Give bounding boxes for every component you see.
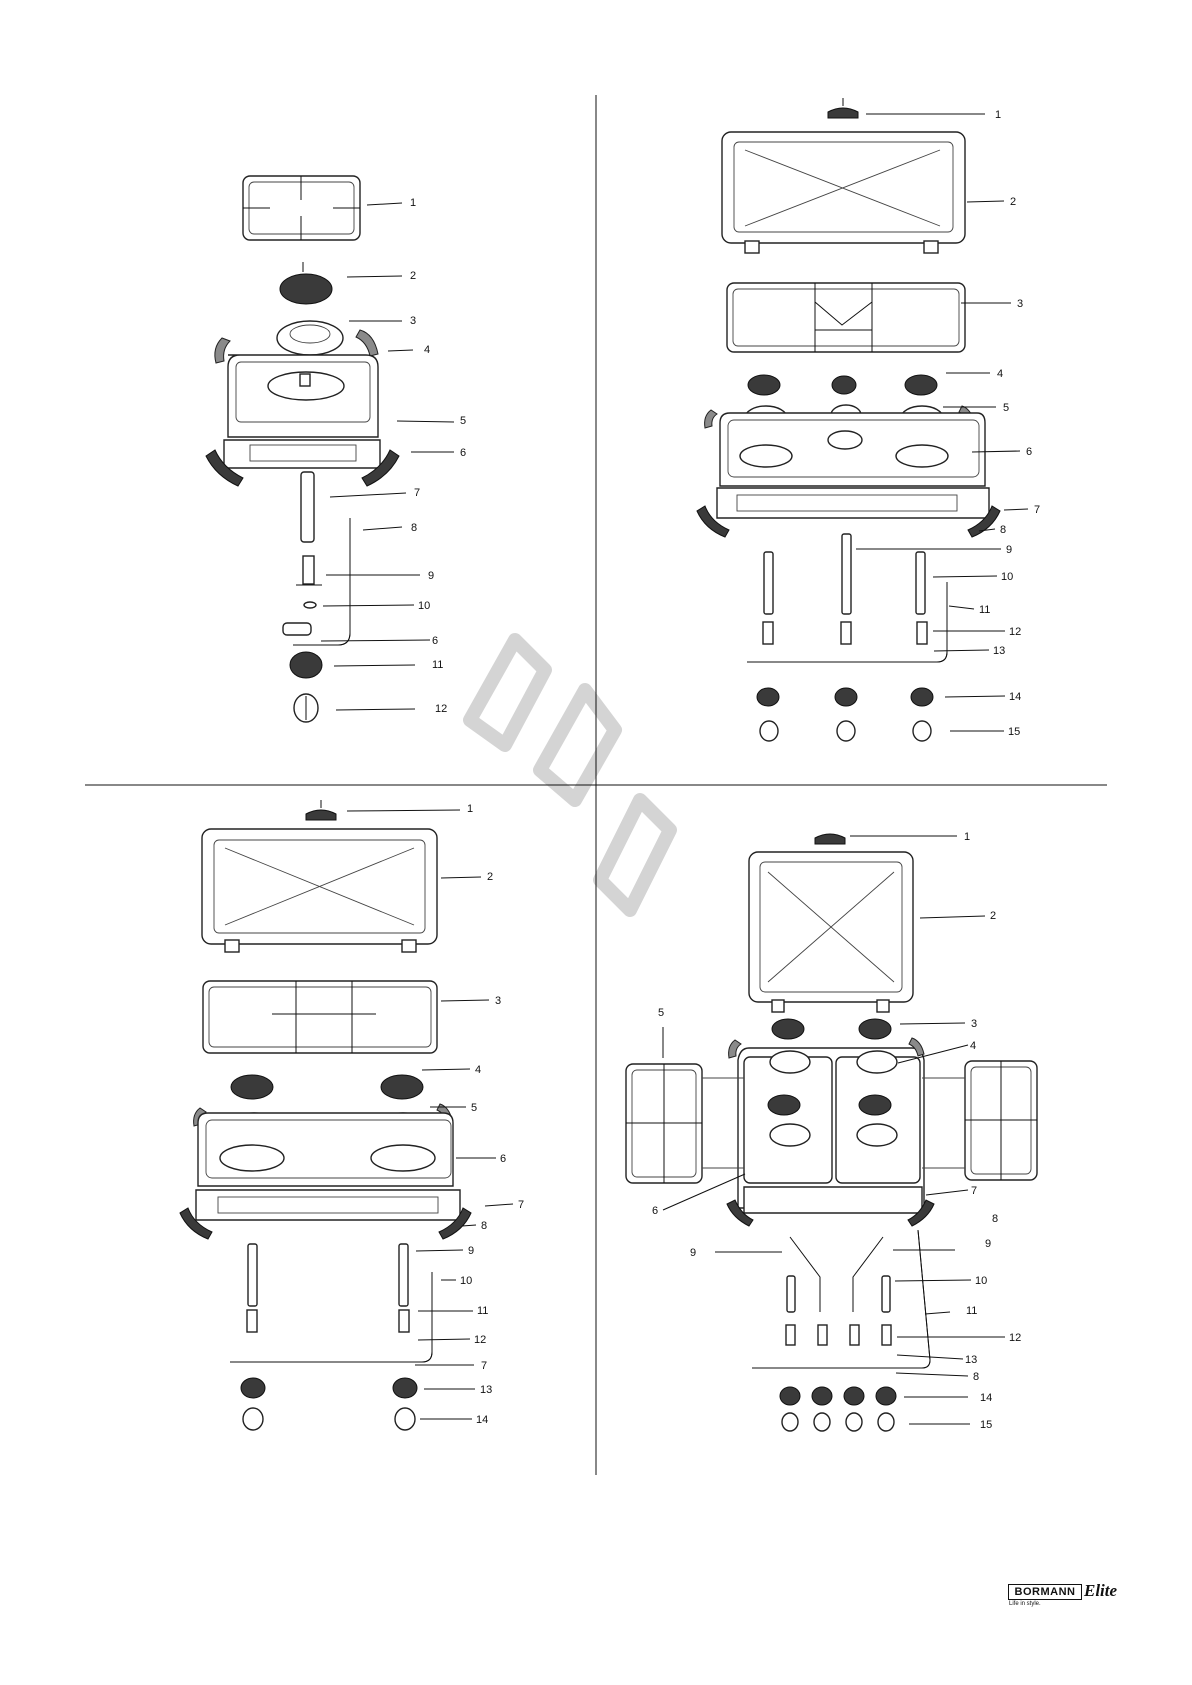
label-triple-10: 10 <box>1001 571 1013 583</box>
label-single-11: 11 <box>432 659 443 671</box>
watermark <box>470 640 670 910</box>
label-single-3: 3 <box>410 315 416 327</box>
label-triple-14: 14 <box>1009 691 1021 703</box>
label-quad-6: 6 <box>652 1205 658 1217</box>
label-double-6: 6 <box>500 1153 506 1165</box>
label-triple-6: 6 <box>1026 446 1032 458</box>
label-triple-11: 11 <box>979 604 990 616</box>
label-quad-8: 8 <box>992 1213 998 1225</box>
label-quad-5: 5 <box>658 1007 664 1019</box>
label-triple-1: 1 <box>995 109 1001 121</box>
label-triple-15: 15 <box>1008 726 1020 738</box>
label-quad-13: 13 <box>965 1354 977 1366</box>
label-single-9: 9 <box>428 570 434 582</box>
label-double-10: 10 <box>460 1275 472 1287</box>
label-single-7: 7 <box>414 487 420 499</box>
label-quad-15: 15 <box>980 1419 992 1431</box>
panel-single-burner: 1 2 3 4 5 6 7 8 9 10 6 11 12 <box>206 176 466 722</box>
label-double-2: 2 <box>487 871 493 883</box>
brand-logo: BORMANN Elite Life in style. <box>1008 1582 1120 1610</box>
label-triple-3: 3 <box>1017 298 1023 310</box>
label-double-3: 3 <box>495 995 501 1007</box>
label-quad-9a: 9 <box>690 1247 696 1259</box>
label-quad-2: 2 <box>990 910 996 922</box>
label-double-8: 8 <box>481 1220 487 1232</box>
label-single-6b: 6 <box>432 635 438 647</box>
label-quad-4: 4 <box>970 1040 976 1052</box>
label-triple-8: 8 <box>1000 524 1006 536</box>
label-single-10: 10 <box>418 600 430 612</box>
brand-name: BORMANN <box>1008 1584 1082 1600</box>
label-double-5: 5 <box>471 1102 477 1114</box>
label-double-11: 11 <box>477 1305 488 1317</box>
label-double-12: 12 <box>474 1334 486 1346</box>
label-double-1: 1 <box>467 803 473 815</box>
label-triple-7: 7 <box>1034 504 1040 516</box>
label-single-5: 5 <box>460 415 466 427</box>
label-double-7: 7 <box>518 1199 524 1211</box>
label-quad-9b: 9 <box>985 1238 991 1250</box>
label-quad-14: 14 <box>980 1392 992 1404</box>
label-single-12: 12 <box>435 703 447 715</box>
label-quad-7: 7 <box>971 1185 977 1197</box>
brand-line: Elite <box>1084 1582 1117 1600</box>
label-double-14: 14 <box>476 1414 488 1426</box>
label-single-6: 6 <box>460 447 466 459</box>
label-quad-8b: 8 <box>973 1371 979 1383</box>
panel-triple-burner: 1 2 3 4 5 6 7 8 9 10 11 12 13 14 15 <box>697 98 1040 741</box>
brand-tagline: Life in style. <box>1009 1601 1041 1608</box>
label-single-4: 4 <box>424 344 430 356</box>
label-quad-10: 10 <box>975 1275 987 1287</box>
label-double-4: 4 <box>475 1064 481 1076</box>
label-triple-9: 9 <box>1006 544 1012 556</box>
label-double-13: 13 <box>480 1384 492 1396</box>
label-single-8: 8 <box>411 522 417 534</box>
label-triple-2: 2 <box>1010 196 1016 208</box>
label-quad-12: 12 <box>1009 1332 1021 1344</box>
label-triple-4: 4 <box>997 368 1003 380</box>
label-triple-5: 5 <box>1003 402 1009 414</box>
panel-double-burner: 1 2 3 4 5 6 7 8 9 10 11 12 7 13 14 <box>180 800 524 1430</box>
label-triple-12: 12 <box>1009 626 1021 638</box>
label-triple-13: 13 <box>993 645 1005 657</box>
label-quad-3: 3 <box>971 1018 977 1030</box>
label-quad-11: 11 <box>966 1305 977 1317</box>
label-single-2: 2 <box>410 270 416 282</box>
label-quad-1: 1 <box>964 831 970 843</box>
label-single-1: 1 <box>410 197 416 209</box>
panel-quad-burner: 1 2 3 4 5 6 7 8 9 9 10 11 12 13 8 14 15 <box>626 831 1037 1431</box>
label-double-7b: 7 <box>481 1360 487 1372</box>
label-double-9: 9 <box>468 1245 474 1257</box>
